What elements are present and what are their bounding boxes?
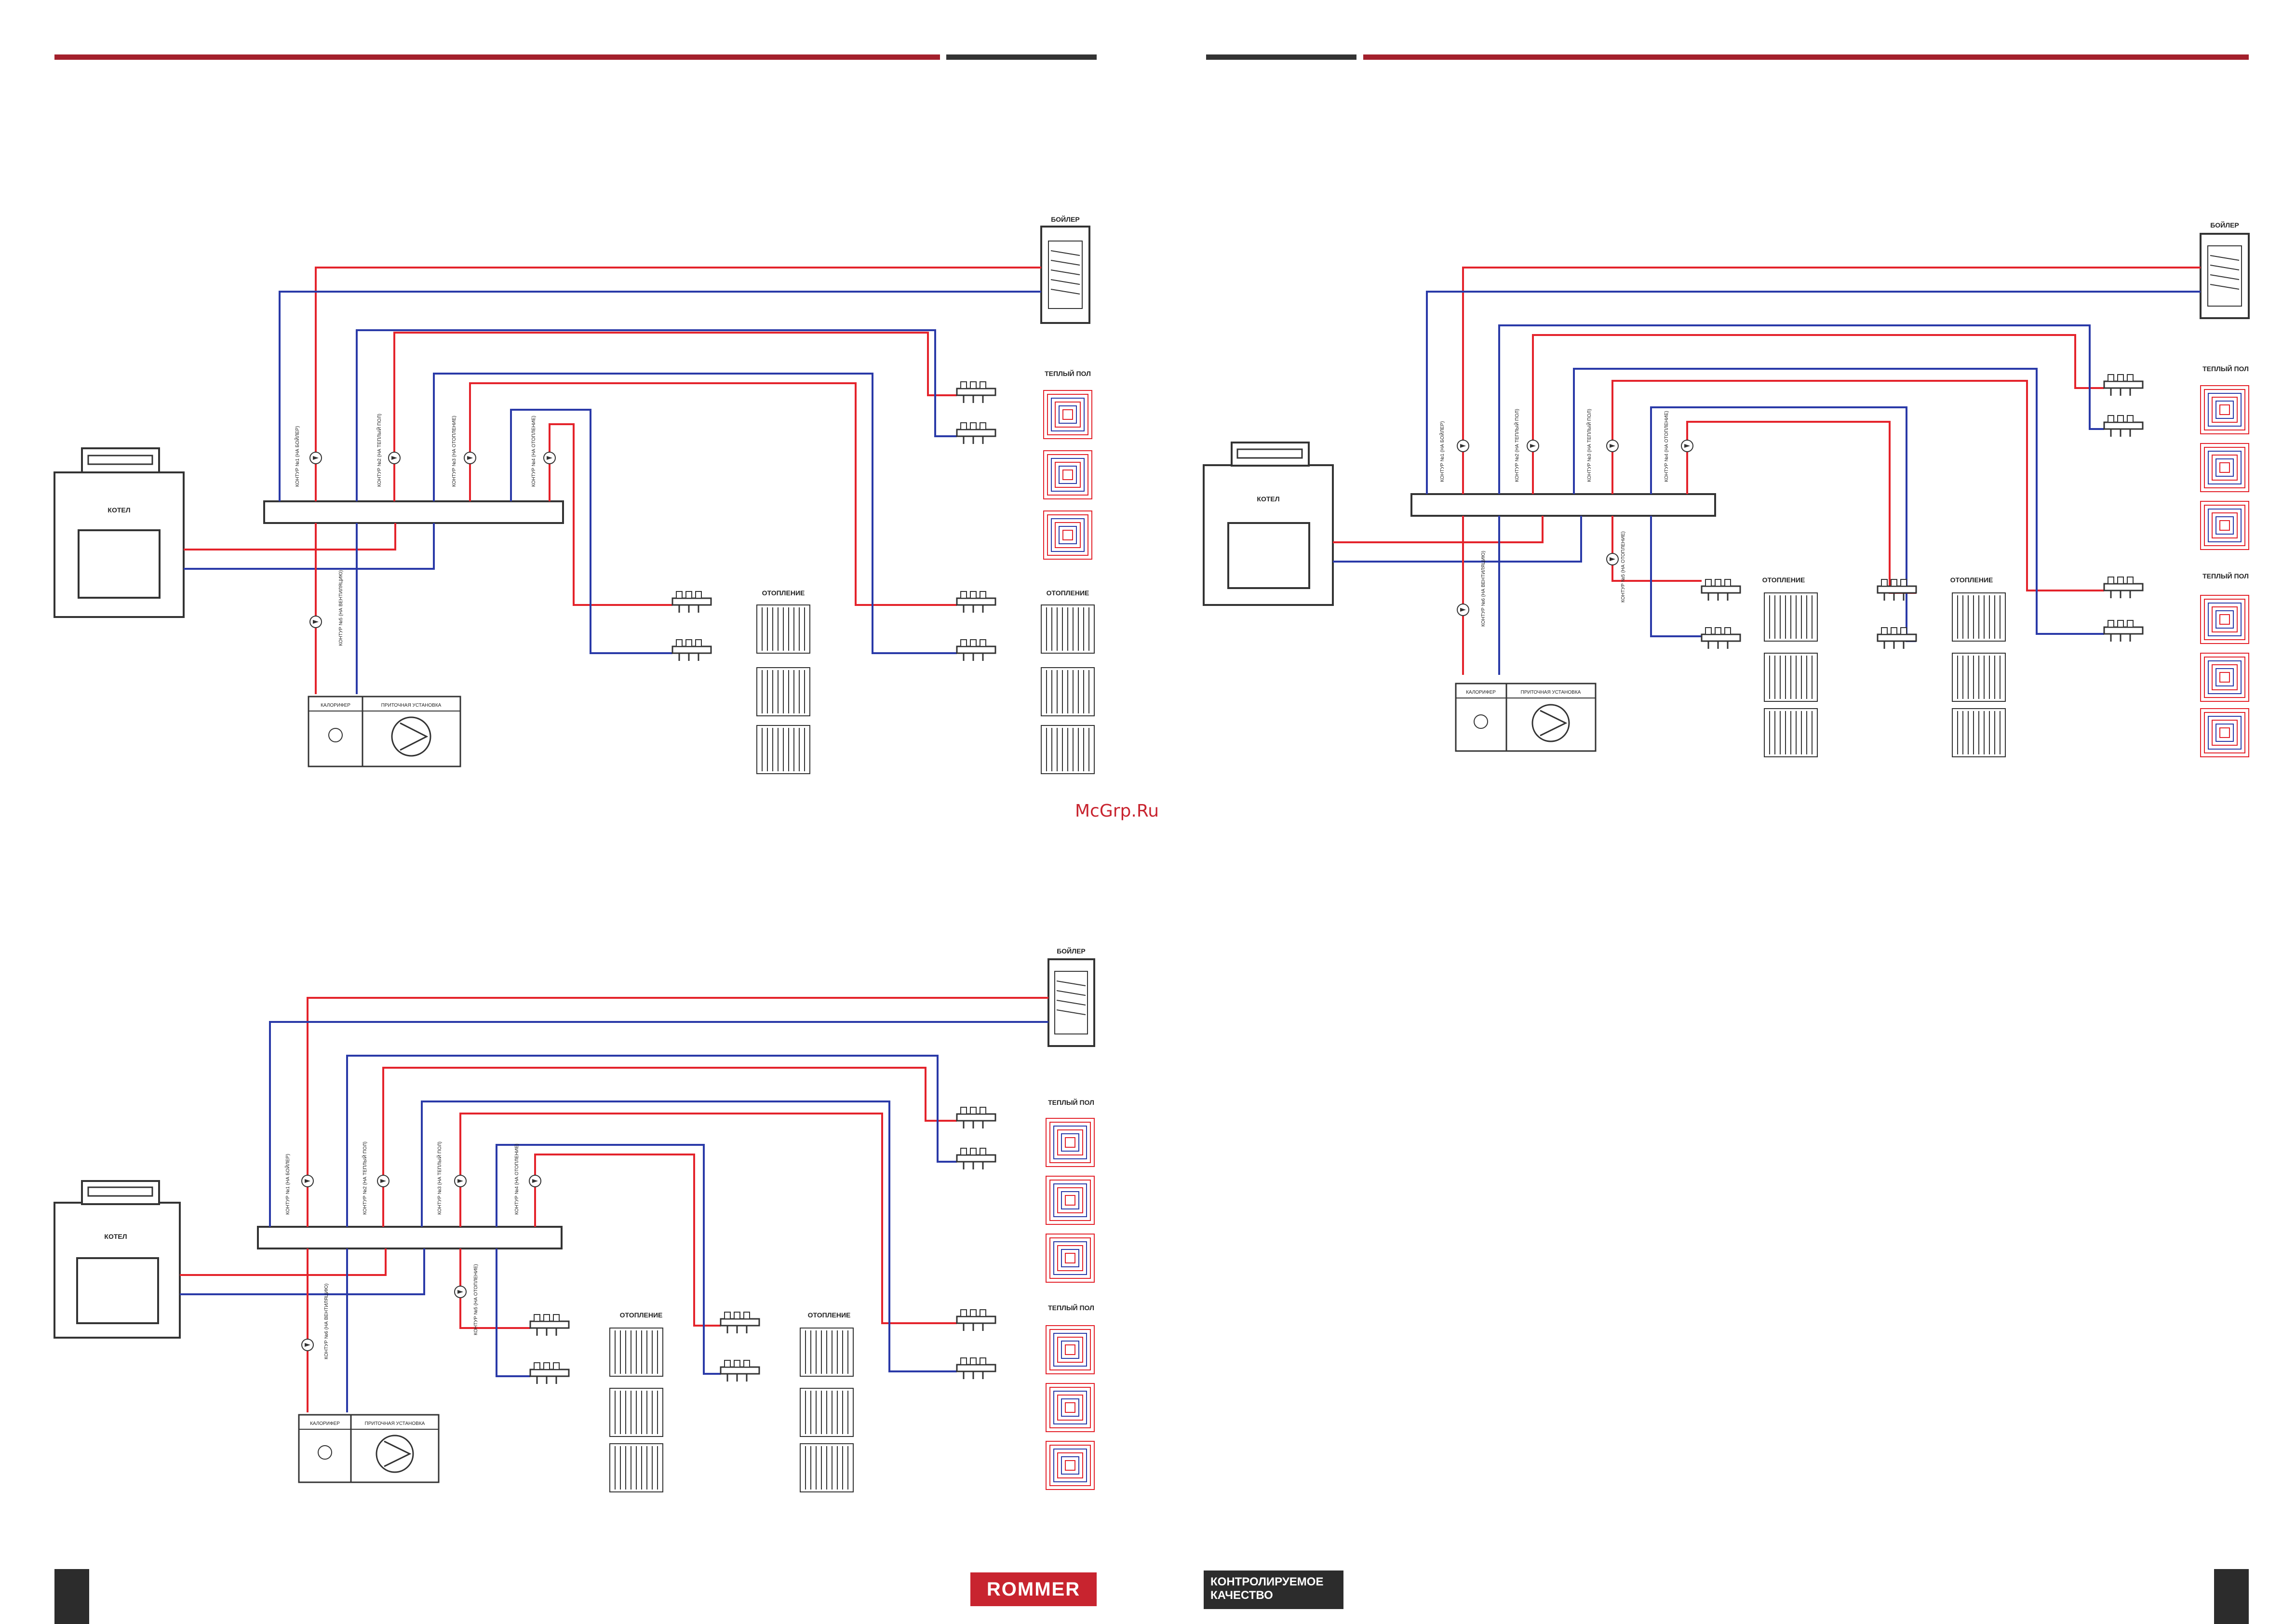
page-number-right bbox=[2214, 1569, 2249, 1624]
svg-text:ТЕПЛЫЙ ПОЛ: ТЕПЛЫЙ ПОЛ bbox=[1048, 1098, 1094, 1106]
diagram-3: КОТЕЛ БОЙЛЕР КОНТУР №1 (НА БОЙЛЕР) КОНТУ… bbox=[54, 947, 1095, 1492]
svg-text:КОТЕЛ: КОТЕЛ bbox=[104, 1233, 127, 1240]
svg-text:КОНТУР №4 (НА ОТОПЛЕНИЕ): КОНТУР №4 (НА ОТОПЛЕНИЕ) bbox=[531, 416, 537, 487]
watermark: McGrp.Ru bbox=[1075, 801, 1159, 821]
svg-text:ОТОПЛЕНИЕ: ОТОПЛЕНИЕ bbox=[1950, 576, 1993, 584]
svg-text:КОНТУР №3 (НА ТЕПЛЫЙ ПОЛ): КОНТУР №3 (НА ТЕПЛЫЙ ПОЛ) bbox=[1586, 409, 1592, 482]
ventilation-label: ПРИТОЧНАЯ УСТАНОВКА bbox=[381, 703, 442, 708]
floor-label-1: ТЕПЛЫЙ ПОЛ bbox=[1045, 369, 1091, 377]
svg-text:БОЙЛЕР: БОЙЛЕР bbox=[1057, 947, 1086, 955]
boiler-label: КОТЕЛ bbox=[107, 506, 130, 514]
svg-text:КОНТУР №5 (НА ОТОПЛЕНИЕ): КОНТУР №5 (НА ОТОПЛЕНИЕ) bbox=[473, 1264, 479, 1335]
svg-text:ТЕПЛЫЙ ПОЛ: ТЕПЛЫЙ ПОЛ bbox=[2202, 572, 2249, 580]
header-bar-right-red bbox=[1363, 54, 2249, 60]
svg-text:КОНТУР №3 (НА ОТОПЛЕНИЕ): КОНТУР №3 (НА ОТОПЛЕНИЕ) bbox=[452, 416, 457, 487]
svg-text:КОНТУР №4 (НА ОТОПЛЕНИЕ): КОНТУР №4 (НА ОТОПЛЕНИЕ) bbox=[1664, 411, 1669, 482]
svg-text:КОНТУР №2 (НА ТЕПЛЫЙ ПОЛ): КОНТУР №2 (НА ТЕПЛЫЙ ПОЛ) bbox=[376, 414, 382, 487]
svg-text:КОНТУР №4 (НА ОТОПЛЕНИЕ): КОНТУР №4 (НА ОТОПЛЕНИЕ) bbox=[514, 1143, 520, 1215]
quality-line2: КАЧЕСТВО bbox=[1210, 1588, 1273, 1602]
header-bar-left-red bbox=[54, 54, 940, 60]
quality-badge: КОНТРОЛИРУЕМОЕ КАЧЕСТВО bbox=[1204, 1570, 1343, 1609]
hydraulic-header bbox=[263, 500, 564, 524]
page-number-left bbox=[54, 1569, 89, 1624]
tank-label: БОЙЛЕР bbox=[1051, 215, 1080, 223]
heater-label: КАЛОРИФЕР bbox=[321, 703, 350, 708]
svg-text:ОТОПЛЕНИЕ: ОТОПЛЕНИЕ bbox=[620, 1311, 663, 1319]
diagram-2: КОТЕЛ БОЙЛЕР КОНТУР №1 (НА БОЙЛЕР) КОНТУ… bbox=[1203, 221, 2250, 757]
svg-text:ТЕПЛЫЙ ПОЛ: ТЕПЛЫЙ ПОЛ bbox=[1048, 1303, 1094, 1312]
brand-logo: ROMMER bbox=[970, 1572, 1097, 1606]
header-bar-left-dark bbox=[946, 54, 1097, 60]
header-bar-right-dark bbox=[1206, 54, 1356, 60]
svg-text:КОНТУР №5 (НА ОТОПЛЕНИЕ): КОНТУР №5 (НА ОТОПЛЕНИЕ) bbox=[1621, 531, 1626, 603]
heating-label-1: ОТОПЛЕНИЕ bbox=[762, 589, 805, 597]
heating-label-2: ОТОПЛЕНИЕ bbox=[1047, 589, 1089, 597]
svg-text:ОТОПЛЕНИЕ: ОТОПЛЕНИЕ bbox=[1762, 576, 1805, 584]
svg-text:КОНТУР №6 (НА ВЕНТИЛЯЦИЮ): КОНТУР №6 (НА ВЕНТИЛЯЦИЮ) bbox=[1481, 551, 1486, 627]
svg-text:КОНТУР №1 (НА БОЙЛЕР): КОНТУР №1 (НА БОЙЛЕР) bbox=[294, 426, 300, 487]
quality-line1: КОНТРОЛИРУЕМОЕ bbox=[1210, 1575, 1324, 1588]
svg-text:КОНТУР №2 (НА ТЕПЛЫЙ ПОЛ): КОНТУР №2 (НА ТЕПЛЫЙ ПОЛ) bbox=[1514, 409, 1520, 482]
svg-text:КАЛОРИФЕР: КАЛОРИФЕР bbox=[310, 1421, 340, 1426]
svg-text:ПРИТОЧНАЯ УСТАНОВКА: ПРИТОЧНАЯ УСТАНОВКА bbox=[365, 1421, 425, 1426]
svg-text:КОНТУР №2 (НА ТЕПЛЫЙ ПОЛ): КОНТУР №2 (НА ТЕПЛЫЙ ПОЛ) bbox=[362, 1141, 368, 1215]
svg-text:КОНТУР №5 (НА ВЕНТИЛЯЦИЮ): КОНТУР №5 (НА ВЕНТИЛЯЦИЮ) bbox=[338, 570, 344, 646]
svg-text:КОНТУР №1 (НА БОЙЛЕР): КОНТУР №1 (НА БОЙЛЕР) bbox=[1439, 421, 1445, 482]
svg-text:КОНТУР №6 (НА ВЕНТИЛЯЦИЮ): КОНТУР №6 (НА ВЕНТИЛЯЦИЮ) bbox=[324, 1284, 329, 1359]
svg-text:ПРИТОЧНАЯ УСТАНОВКА: ПРИТОЧНАЯ УСТАНОВКА bbox=[1521, 690, 1581, 695]
svg-text:БОЙЛЕР: БОЙЛЕР bbox=[2210, 221, 2239, 229]
svg-text:КОНТУР №3 (НА ТЕПЛЫЙ ПОЛ): КОНТУР №3 (НА ТЕПЛЫЙ ПОЛ) bbox=[436, 1141, 443, 1215]
svg-text:КОТЕЛ: КОТЕЛ bbox=[1257, 495, 1279, 503]
svg-text:КОНТУР №1 (НА БОЙЛЕР): КОНТУР №1 (НА БОЙЛЕР) bbox=[284, 1154, 291, 1215]
svg-text:ОТОПЛЕНИЕ: ОТОПЛЕНИЕ bbox=[808, 1311, 851, 1319]
svg-text:КАЛОРИФЕР: КАЛОРИФЕР bbox=[1466, 690, 1496, 695]
svg-text:ТЕПЛЫЙ ПОЛ: ТЕПЛЫЙ ПОЛ bbox=[2202, 364, 2249, 373]
diagram-1: КОТЕЛ БОЙЛЕР КОНТУР №1 (НА bbox=[54, 215, 1095, 774]
